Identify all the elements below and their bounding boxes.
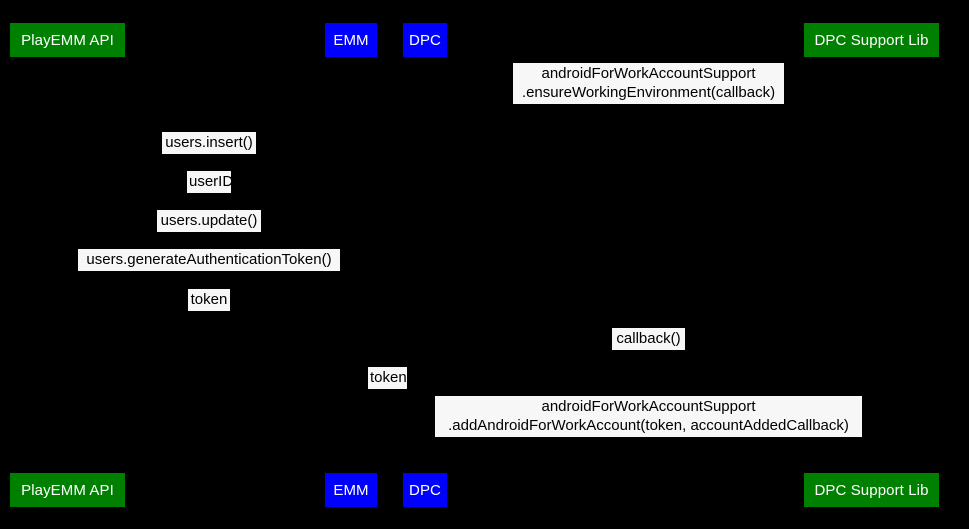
lifeline-playemm: [67, 57, 68, 466]
participant-label: DPC: [409, 481, 441, 499]
participant-playemm-api-bottom[interactable]: PlayEMM API: [10, 473, 125, 507]
participant-label: DPC: [409, 31, 441, 49]
message-label-9: androidForWorkAccountSupport .addAndroid…: [435, 396, 862, 437]
message-label-1: androidForWorkAccountSupport .ensureWork…: [513, 63, 784, 104]
message-arrow-5: [67, 269, 350, 275]
message-text: androidForWorkAccountSupport .addAndroid…: [448, 398, 849, 434]
message-arrow-4: [67, 230, 350, 236]
message-label-2: users.insert(): [162, 132, 256, 154]
message-arrow-7: [424, 348, 871, 354]
message-arrow-3: [67, 191, 350, 197]
message-text: androidForWorkAccountSupport .ensureWork…: [521, 65, 776, 101]
message-label-6: token: [188, 289, 230, 311]
message-text: token: [370, 369, 407, 386]
message-arrow-8: [350, 387, 424, 393]
participant-playemm-api-top[interactable]: PlayEMM API: [10, 23, 125, 57]
message-text: userID: [189, 173, 234, 190]
participant-label: EMM: [333, 31, 369, 49]
message-arrow-6: [67, 309, 350, 315]
lifeline-dpc: [424, 57, 425, 466]
message-arrow-2: [67, 152, 350, 158]
lifeline-emm: [350, 57, 351, 466]
participant-label: DPC Support Lib: [814, 31, 929, 49]
participant-dpc-top[interactable]: DPC: [403, 23, 447, 57]
participant-label: PlayEMM API: [21, 481, 114, 499]
participant-label: DPC Support Lib: [814, 481, 929, 499]
message-label-3: userID: [187, 171, 234, 193]
message-label-5: users.generateAuthenticationToken(): [78, 249, 340, 271]
message-arrow-9: [424, 434, 871, 440]
message-label-8: token: [368, 367, 407, 389]
message-arrow-1: [424, 101, 871, 107]
participant-dpc-bottom[interactable]: DPC: [403, 473, 447, 507]
participant-dpc-support-lib-bottom[interactable]: DPC Support Lib: [804, 473, 939, 507]
message-text: users.generateAuthenticationToken(): [86, 251, 332, 268]
participant-dpc-support-lib-top[interactable]: DPC Support Lib: [804, 23, 939, 57]
message-text: token: [190, 291, 228, 308]
message-label-7: callback(): [612, 328, 685, 350]
message-text: callback(): [616, 330, 681, 347]
message-text: users.update(): [160, 212, 258, 229]
participant-emm-bottom[interactable]: EMM: [325, 473, 377, 507]
participant-emm-top[interactable]: EMM: [325, 23, 377, 57]
message-label-4: users.update(): [157, 210, 261, 232]
participant-label: PlayEMM API: [21, 31, 114, 49]
message-text: users.insert(): [165, 134, 253, 151]
lifeline-supportlib: [871, 57, 872, 466]
participant-label: EMM: [333, 481, 369, 499]
